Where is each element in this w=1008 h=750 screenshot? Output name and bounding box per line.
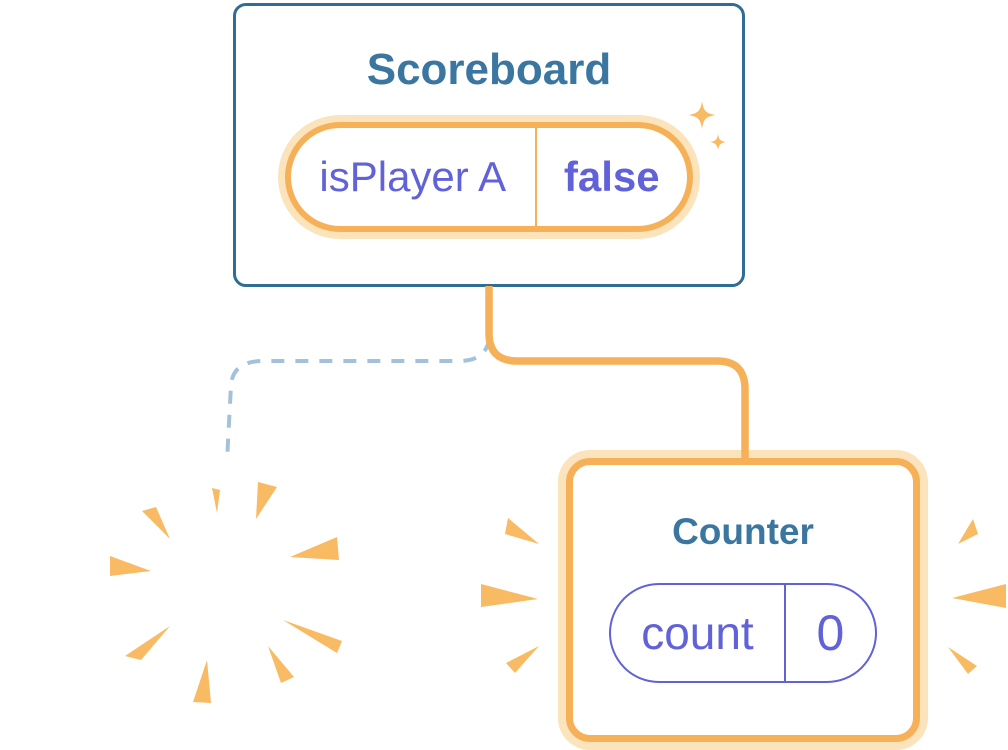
counter-state-pill: count 0 (609, 583, 877, 683)
emphasis-burst-left-icon (481, 518, 539, 673)
counter-state-name: count (641, 607, 754, 659)
scoreboard-state-pill: isPlayer A false (285, 122, 693, 232)
emphasis-burst-right-icon (948, 519, 1006, 674)
scoreboard-state-value: false (534, 128, 687, 226)
scoreboard-title: Scoreboard (366, 45, 612, 94)
destroyed-counter-card (83, 458, 373, 726)
counter-component-card: Counter count 0 (566, 458, 920, 742)
scoreboard-component-card: Scoreboard isPlayer A false (233, 3, 745, 287)
scoreboard-state-name: isPlayer A (319, 153, 507, 200)
dashed-connector-line (225, 338, 491, 462)
counter-state-value: 0 (783, 585, 875, 681)
solid-connector-line (485, 286, 749, 460)
counter-title: Counter (672, 511, 814, 552)
